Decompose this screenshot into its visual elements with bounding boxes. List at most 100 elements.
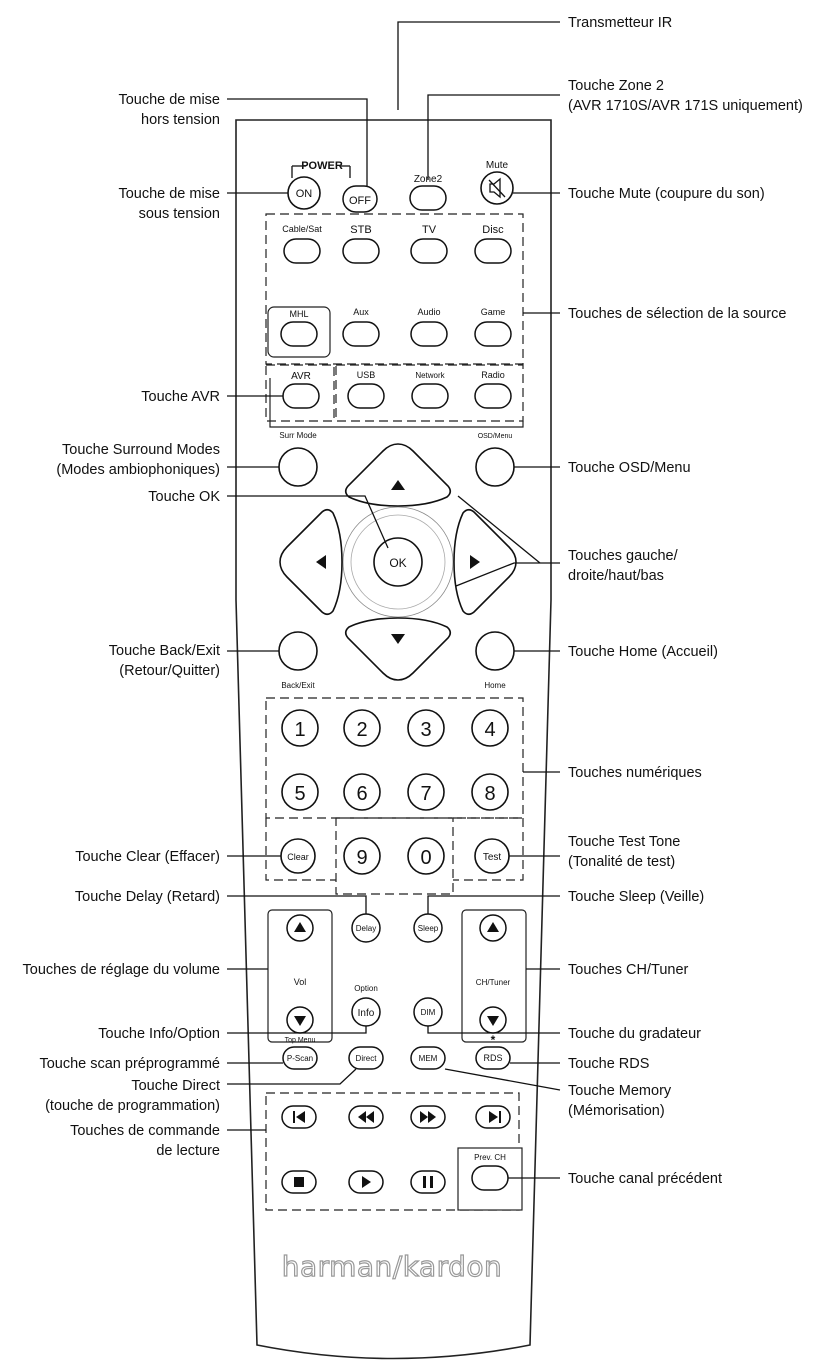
previous-channel-button[interactable] [471, 1165, 509, 1191]
callout-memory: Touche Memory (Mémorisation) [568, 1083, 672, 1119]
leader-lines [227, 21, 561, 1179]
source-button-audio[interactable]: Audio [410, 307, 448, 347]
digit-label: 1 [294, 719, 305, 741]
osd-menu-button[interactable] [475, 447, 515, 487]
digit-button-4[interactable]: 4 [471, 709, 509, 747]
source-button-game[interactable]: Game [474, 307, 512, 347]
fast-forward-button[interactable] [410, 1105, 446, 1129]
digit-button-1[interactable]: 1 [281, 709, 319, 747]
callout-avr: Touche AVR [141, 389, 220, 405]
svg-text:Touche Clear (Effacer): Touche Clear (Effacer) [75, 849, 220, 865]
digit-button-6[interactable]: 6 [343, 773, 381, 811]
nav-up-button[interactable] [344, 443, 452, 507]
skip-previous-icon [293, 1111, 305, 1123]
callout-surround: Touche Surround Modes (Modes ambiophoniq… [56, 442, 220, 478]
volume-up-button[interactable] [286, 914, 314, 942]
skip-previous-button[interactable] [281, 1105, 317, 1129]
ch-down-button[interactable] [479, 1006, 507, 1034]
digit-button-0[interactable]: 0 [407, 837, 445, 875]
radio-button[interactable]: Radio [474, 370, 512, 409]
svg-text:Touche RDS: Touche RDS [568, 1056, 649, 1072]
svg-text:de lecture: de lecture [156, 1143, 220, 1159]
skip-next-button[interactable] [475, 1105, 511, 1129]
info-option-button[interactable]: Info [351, 997, 381, 1027]
test-tone-button[interactable]: Test [474, 838, 510, 874]
sleep-label: Sleep [418, 924, 439, 933]
ch-up-button[interactable] [479, 914, 507, 942]
digit-button-3[interactable]: 3 [407, 709, 445, 747]
source-button-aux[interactable]: Aux [342, 307, 380, 347]
rds-button[interactable]: RDS [475, 1046, 511, 1070]
direct-button[interactable]: Direct [348, 1046, 384, 1070]
dimmer-button[interactable]: DIM [413, 997, 443, 1027]
memory-button[interactable]: MEM [410, 1046, 446, 1070]
source-button-cable-sat[interactable]: Cable/Sat [282, 224, 322, 264]
vol-label: Vol [294, 977, 307, 987]
mute-button[interactable] [480, 171, 514, 205]
dim-label: DIM [421, 1008, 436, 1017]
digit-button-8[interactable]: 8 [471, 773, 509, 811]
nav-right-button[interactable] [453, 508, 517, 616]
source-button-disc[interactable]: Disc [474, 224, 512, 264]
callout-line: Touche Sleep (Veille) [568, 889, 704, 905]
power-on-button[interactable]: ON [287, 176, 321, 210]
source-button-stb[interactable]: STB [342, 224, 380, 264]
volume-down-button[interactable] [286, 1006, 314, 1034]
callout-line: Touche du gradateur [568, 1026, 701, 1042]
back-exit-label: Back/Exit [281, 681, 315, 690]
callout-zone2: Touche Zone 2 (AVR 1710S/AVR 171S unique… [568, 78, 803, 114]
svg-text:Touche Home (Accueil): Touche Home (Accueil) [568, 644, 718, 660]
play-button[interactable] [348, 1170, 384, 1194]
digit-button-7[interactable]: 7 [407, 773, 445, 811]
remote-body [235, 119, 552, 1360]
sleep-button[interactable]: Sleep [413, 913, 443, 943]
digit-button-2[interactable]: 2 [343, 709, 381, 747]
callout-ch-tuner: Touches CH/Tuner [568, 962, 689, 978]
svg-text:(Modes ambiophoniques): (Modes ambiophoniques) [56, 462, 220, 478]
power-off-button[interactable]: OFF [342, 185, 378, 213]
rewind-icon [358, 1111, 374, 1123]
option-label: Option [354, 984, 378, 993]
svg-text:Touche scan préprogrammé: Touche scan préprogrammé [39, 1056, 220, 1072]
ch-tuner-label: CH/Tuner [476, 978, 511, 987]
network-button[interactable]: Network [411, 371, 449, 409]
surround-mode-button[interactable] [278, 447, 318, 487]
nav-down-button[interactable] [344, 617, 452, 681]
pause-button[interactable] [410, 1170, 446, 1194]
svg-text:Touche Back/Exit: Touche Back/Exit [109, 643, 220, 659]
svg-text:Touche Direct: Touche Direct [131, 1078, 220, 1094]
power-on-label: ON [296, 188, 313, 200]
clear-button[interactable]: Clear [280, 838, 316, 874]
rewind-button[interactable] [348, 1105, 384, 1129]
usb-button[interactable]: USB [347, 370, 385, 409]
home-button[interactable] [475, 631, 515, 671]
svg-text:Touche AVR: Touche AVR [141, 389, 220, 405]
callout-arrows: Touches gauche/ droite/haut/bas [568, 548, 679, 584]
callout-line: (Modes ambiophoniques) [56, 462, 220, 478]
source-button-tv[interactable]: TV [410, 224, 448, 264]
source-button-mhl[interactable]: MHL [280, 309, 318, 347]
pscan-label: P-Scan [287, 1054, 313, 1063]
stop-button[interactable] [281, 1170, 317, 1194]
skip-next-icon [489, 1111, 501, 1123]
home-label: Home [484, 681, 506, 690]
stop-icon [294, 1177, 304, 1187]
callout-line: Touches de sélection de la source [568, 306, 786, 322]
test-label: Test [483, 852, 502, 863]
digit-label: 9 [356, 847, 367, 869]
digit-button-5[interactable]: 5 [281, 773, 319, 811]
callout-line: (Retour/Quitter) [119, 663, 220, 679]
back-exit-button[interactable] [278, 631, 318, 671]
preset-scan-button[interactable]: P-Scan [282, 1046, 318, 1070]
callout-line: Touche Direct [131, 1078, 220, 1094]
svg-text:(Tonalité de test): (Tonalité de test) [568, 854, 675, 870]
delay-button[interactable]: Delay [351, 913, 381, 943]
mute-speaker-icon [488, 177, 506, 199]
callout-power-on: Touche de mise sous tension [118, 186, 220, 222]
zone2-button[interactable] [409, 185, 447, 211]
digit-button-9[interactable]: 9 [343, 837, 381, 875]
callout-mute: Touche Mute (coupure du son) [568, 186, 765, 202]
nav-left-button[interactable] [279, 508, 343, 616]
ok-button[interactable]: OK [373, 537, 423, 587]
callout-line: (touche de programmation) [45, 1098, 220, 1114]
